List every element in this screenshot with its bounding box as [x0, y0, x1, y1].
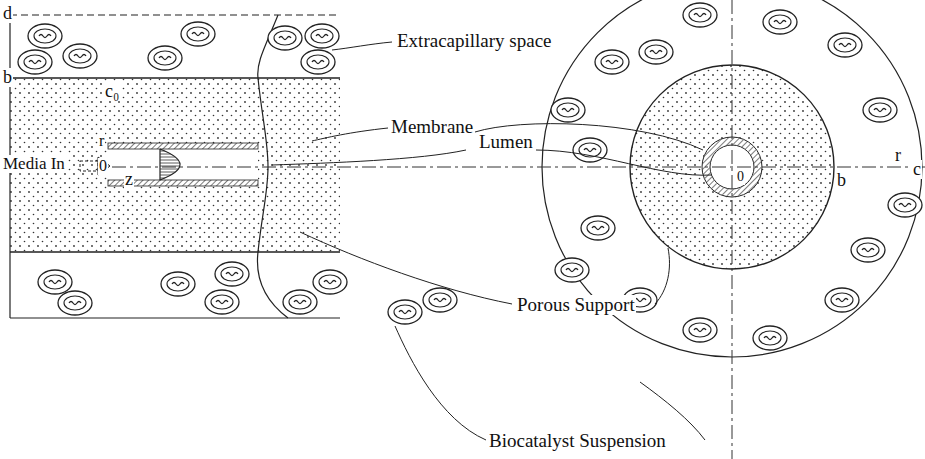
axis-label: r — [894, 146, 902, 165]
biocatalyst-cell — [763, 10, 797, 34]
leader-line — [300, 232, 512, 304]
biocatalyst-cell — [58, 291, 92, 315]
biocatalyst-cell — [205, 290, 239, 314]
inlet-arrow — [98, 157, 110, 175]
biocatalyst-cell — [423, 288, 457, 312]
biocatalyst-cell — [863, 98, 897, 122]
biocatalyst-cell — [825, 288, 859, 312]
biocatalyst-cell — [161, 272, 195, 296]
biocatalyst-cell — [18, 50, 52, 74]
velocity-profile — [160, 149, 180, 180]
leader-line — [395, 326, 486, 440]
biocatalyst-cell — [683, 318, 717, 342]
symmetry-axis — [732, 0, 733, 459]
biocatalyst-cell — [313, 270, 347, 294]
axis-label: z — [124, 170, 134, 189]
biocatalyst-cell — [595, 50, 629, 74]
symmetry-axis — [112, 167, 925, 168]
region-label: Extracapillary space — [396, 31, 553, 51]
biocatalyst-cell — [555, 258, 589, 282]
biocatalyst-cell — [683, 3, 717, 27]
leader-line — [536, 150, 712, 175]
inlet-arrow — [80, 161, 98, 171]
support-boundary-b — [10, 77, 340, 78]
biocatalyst-cell — [753, 326, 787, 350]
region-label: Biocatalyst Suspension — [488, 431, 667, 451]
biocatalyst-cell — [268, 26, 302, 50]
biocatalyst-cell — [63, 44, 97, 68]
region-label: Porous Support — [516, 295, 636, 315]
outer-boundary — [10, 317, 340, 318]
axis-label: 0 — [736, 170, 745, 185]
dimension-label: d — [2, 4, 13, 23]
concentration-label: c₀ — [104, 82, 120, 101]
porous-support-annulus — [620, 55, 850, 285]
support-boundary-b — [10, 251, 340, 252]
leader-line — [655, 248, 669, 304]
biocatalyst-cell — [305, 24, 339, 48]
biocatalyst-cell — [888, 193, 922, 217]
inlet-label: Media In — [2, 155, 66, 173]
biocatalyst-cell — [283, 290, 317, 314]
leader-line — [332, 42, 392, 50]
biocatalyst-cell — [38, 270, 72, 294]
biocatalyst-cell — [181, 22, 215, 46]
axis-label: c — [912, 160, 922, 179]
biocatalyst-cell — [28, 24, 62, 48]
biocatalyst-cell — [851, 238, 885, 262]
dimension-label: b — [836, 171, 847, 190]
leader-line — [312, 128, 388, 141]
axis-label: r — [98, 133, 105, 150]
dimension-label: b — [2, 68, 13, 87]
biocatalyst-cell — [828, 33, 862, 57]
leader-line — [272, 150, 466, 165]
biocatalyst-cell — [551, 98, 585, 122]
outer-boundary-d — [10, 14, 340, 15]
biocatalyst-cell — [581, 216, 615, 240]
biocatalyst-cell — [301, 50, 335, 74]
axis-label: 0 — [98, 158, 108, 175]
biocatalyst-cell — [148, 46, 182, 70]
part-label: Lumen — [478, 132, 534, 152]
part-label: Membrane — [390, 117, 474, 137]
biocatalyst-cell — [215, 262, 249, 286]
biocatalyst-cell — [639, 40, 673, 64]
biocatalyst-cell — [573, 138, 607, 162]
biocatalyst-cell — [388, 300, 422, 324]
membrane-wall — [108, 143, 258, 149]
